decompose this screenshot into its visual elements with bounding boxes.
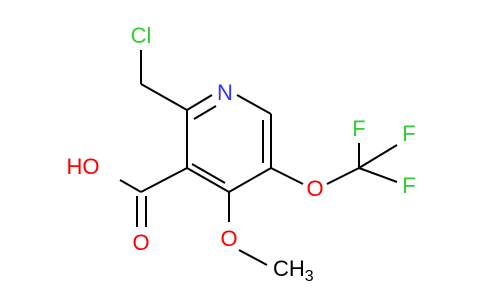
bond-cooh-oh	[119, 179, 142, 193]
bond-c2-n	[186, 94, 213, 111]
methyl-ch: CH	[273, 256, 305, 281]
bond-ch2-c2	[140, 83, 188, 111]
methyl-label: CH3	[273, 256, 314, 285]
bond-n-c6	[236, 94, 272, 115]
atom-n-label: N	[217, 80, 233, 105]
bond-c2-n-double	[193, 105, 217, 120]
bond-c5-ocf3	[270, 167, 304, 185]
bond-omethoxy-ch3	[238, 249, 268, 266]
atom-f-mid-label: F	[402, 121, 415, 146]
bond-c3-cooh	[140, 167, 188, 193]
atom-f-bottom-label: F	[402, 173, 415, 198]
bond-cf3-fmid	[358, 144, 398, 169]
bond-c4-c3-double	[191, 163, 226, 184]
atom-methoxy-o-label: O	[220, 226, 237, 251]
atom-f-top-label: F	[352, 116, 365, 141]
atom-cl-label: Cl	[131, 23, 152, 48]
atom-hydroxyl-label: HO	[67, 154, 100, 179]
bond-c5-c4	[228, 167, 272, 193]
bond-cf3-fbottom	[358, 167, 398, 183]
bond-c4-c3	[186, 167, 230, 193]
bond-ocf3-cf3	[326, 167, 360, 185]
atom-carbonyl-o-label: O	[132, 230, 149, 255]
atom-ocf3-o-label: O	[306, 176, 323, 201]
methyl-subscript: 3	[305, 268, 314, 285]
